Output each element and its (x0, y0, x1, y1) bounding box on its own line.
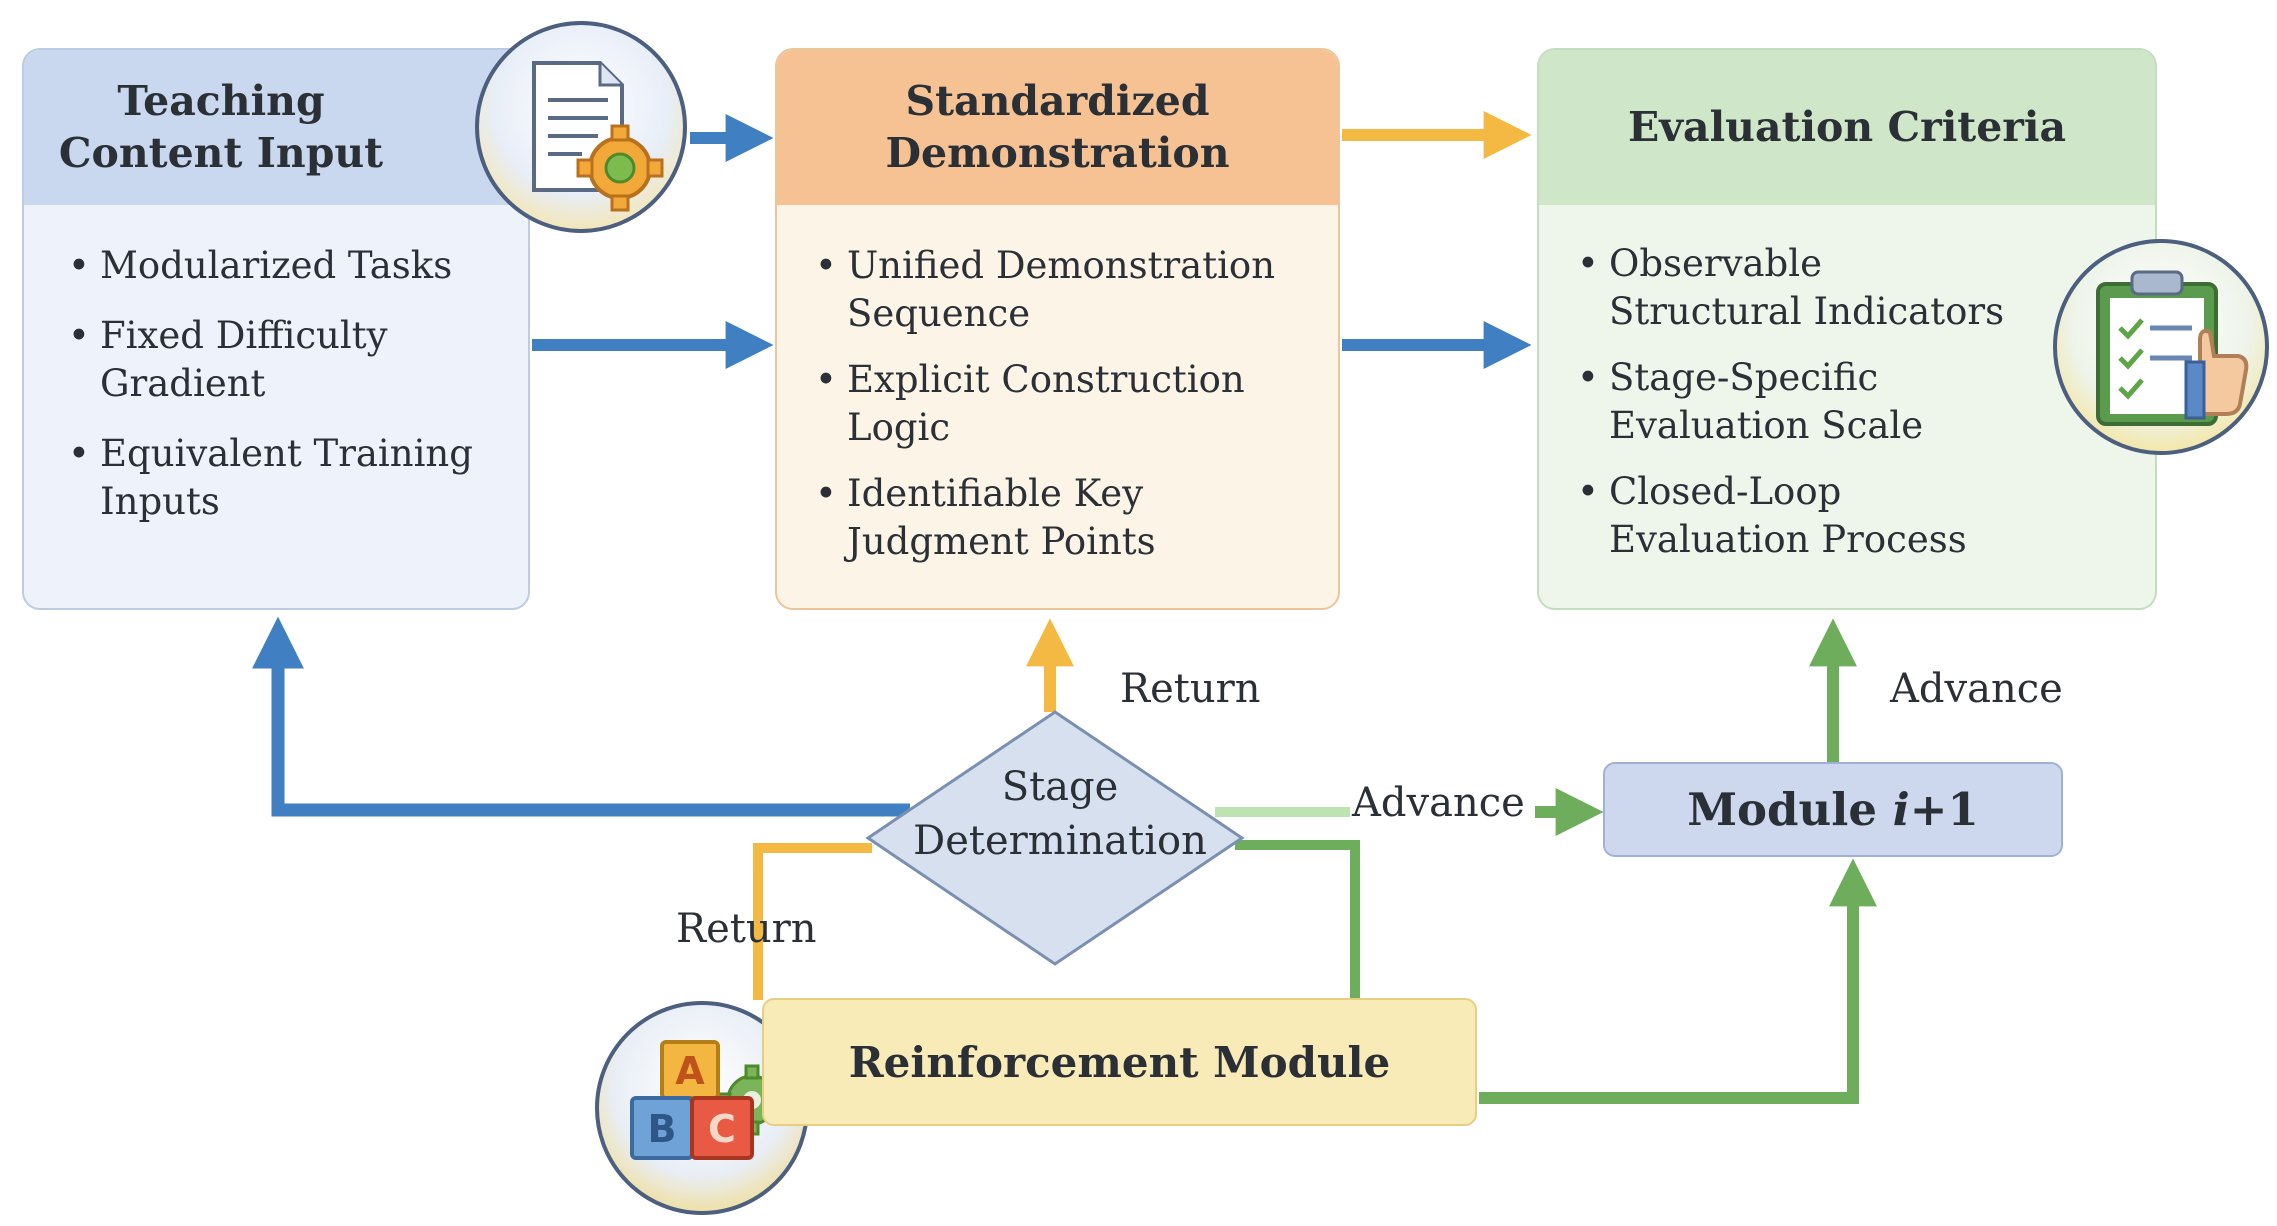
svg-text:C: C (708, 1107, 736, 1151)
list-item: Explicit Construction Logic (807, 356, 1320, 452)
clipboard-thumbs-up-icon (2053, 239, 2269, 455)
svg-text:B: B (648, 1107, 677, 1151)
edge-label-advance-mid: Advance (1352, 780, 1525, 826)
module-variable: i (1892, 783, 1910, 836)
document-gear-icon (475, 21, 687, 233)
edge-label-advance-right: Advance (1890, 666, 2063, 712)
standardized-demonstration-title: Standardized Demonstration (777, 50, 1338, 205)
teaching-content-input-title: Teaching Content Input (24, 50, 528, 205)
list-item: Equivalent Training Inputs (60, 430, 508, 526)
list-item: Closed-Loop Evaluation Process (1569, 468, 2005, 564)
stage-determination-label: Stage Determination (880, 760, 1240, 868)
edge-label-return-top: Return (1120, 666, 1261, 712)
stage-determination-line2: Determination (913, 818, 1207, 864)
evaluation-criteria-box: Evaluation Criteria Observable Structura… (1537, 48, 2157, 610)
teaching-content-input-box: Teaching Content Input Modularized Tasks… (22, 48, 530, 610)
module-suffix: +1 (1909, 783, 1979, 836)
stage-determination-diamond (865, 710, 1245, 966)
abc-blocks-gear-icon: A B C (595, 1001, 809, 1215)
demonstration-list: Unified Demonstration Sequence Explicit … (807, 242, 1320, 585)
standardized-demonstration-box: Standardized Demonstration Unified Demon… (775, 48, 1340, 610)
arrow-return-to-teaching (252, 616, 910, 817)
list-item: Identifiable Key Judgment Points (807, 470, 1320, 566)
list-item: Unified Demonstration Sequence (807, 242, 1320, 338)
stage-determination-line1: Stage (1001, 764, 1119, 810)
module-prefix: Module (1687, 783, 1893, 836)
list-item: Fixed Difficulty Gradient (60, 312, 508, 408)
evaluation-list: Observable Structural Indicators Stage-S… (1569, 240, 2005, 583)
module-next-box: Module i+1 (1603, 762, 2063, 857)
list-item: Stage-Specific Evaluation Scale (1569, 354, 2005, 450)
reinforcement-module-box: Reinforcement Module (762, 998, 1477, 1126)
svg-text:A: A (675, 1049, 705, 1093)
reinforcement-module-title: Reinforcement Module (848, 1037, 1391, 1087)
edge-label-return-left: Return (676, 906, 817, 952)
teaching-content-list: Modularized Tasks Fixed Difficulty Gradi… (60, 242, 508, 548)
list-item: Modularized Tasks (60, 242, 508, 290)
list-item: Observable Structural Indicators (1569, 240, 2005, 336)
evaluation-criteria-title: Evaluation Criteria (1539, 50, 2155, 205)
line-diamond-to-reinforcement (1235, 840, 1360, 1000)
arrow-reinforcement-to-module (1479, 858, 1877, 1104)
arrow-reinforcement-return (753, 843, 872, 1000)
